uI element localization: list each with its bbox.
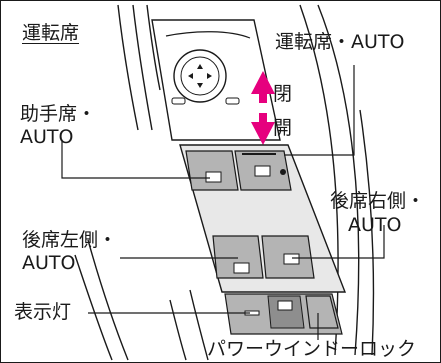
window-icon: [283, 253, 300, 265]
mirror-arrows-icon: [188, 64, 212, 88]
window-lock-switch[interactable]: [305, 295, 339, 329]
rear-right-label-line2: AUTO: [348, 214, 402, 236]
lock-switch-center: [267, 295, 305, 329]
leader-lines: [61, 65, 385, 340]
indicator-label: 表示灯: [14, 301, 72, 323]
rear-right-label-line1: 後席右側・: [330, 190, 426, 212]
rear-left-window-switch[interactable]: [212, 235, 264, 279]
passenger-label-line2: AUTO: [20, 126, 74, 148]
window-icon: [233, 262, 250, 274]
mirror-control-knob[interactable]: [173, 49, 227, 103]
driver-auto-label: 運転席・AUTO: [275, 31, 405, 53]
close-label: 閉: [273, 83, 293, 105]
rear-left-label-line1: 後席左側・: [22, 229, 118, 251]
window-lock-icon: [277, 300, 293, 311]
door-trim-lines: [74, 4, 375, 361]
window-lock-label: パワーウインドーロック: [207, 338, 417, 360]
window-icon: [254, 165, 271, 177]
open-close-arrows-icon: [251, 71, 275, 145]
window-icon: [205, 171, 222, 183]
passenger-label-line1: 助手席・: [20, 103, 97, 125]
page-title: 運転席: [22, 22, 80, 44]
open-label: 開: [273, 117, 293, 139]
rear-left-label-line2: AUTO: [22, 252, 76, 274]
passenger-window-switch[interactable]: [185, 150, 239, 191]
